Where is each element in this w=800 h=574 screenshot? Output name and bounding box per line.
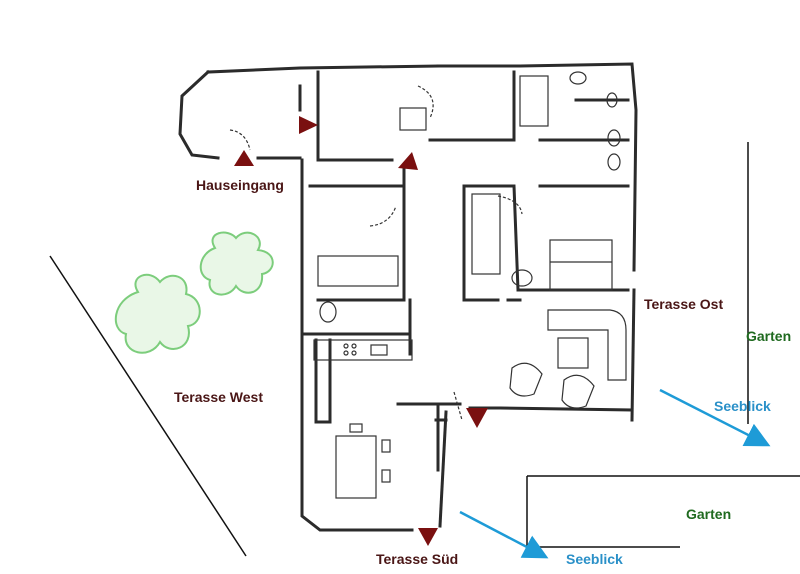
furniture	[229, 71, 627, 499]
terrace-south-label: Terasse Süd	[376, 551, 459, 567]
entrance-marker-icon	[299, 116, 318, 134]
view-direction-arrow-icon	[459, 510, 549, 559]
walls	[178, 62, 638, 532]
entrance-marker-icon	[234, 150, 254, 166]
entrance-label: Hauseingang	[196, 177, 284, 193]
entrance-marker-icon	[418, 528, 438, 546]
entrance-marker-icon	[466, 408, 488, 428]
view-direction-arrow-icon	[659, 388, 771, 447]
lakeview-east-label: Seeblick	[714, 398, 771, 414]
garden-south-label: Garten	[686, 506, 732, 522]
terrace-west-label: Terasse West	[174, 389, 263, 405]
tree-icon	[199, 231, 274, 296]
lakeview-south-label: Seeblick	[566, 551, 623, 567]
garden-east-label: Garten	[746, 328, 792, 344]
tree-icon	[114, 273, 201, 354]
entrance-marker-icon	[398, 152, 418, 170]
terrace-east-label: Terasse Ost	[644, 296, 724, 312]
site-boundary	[49, 142, 800, 557]
